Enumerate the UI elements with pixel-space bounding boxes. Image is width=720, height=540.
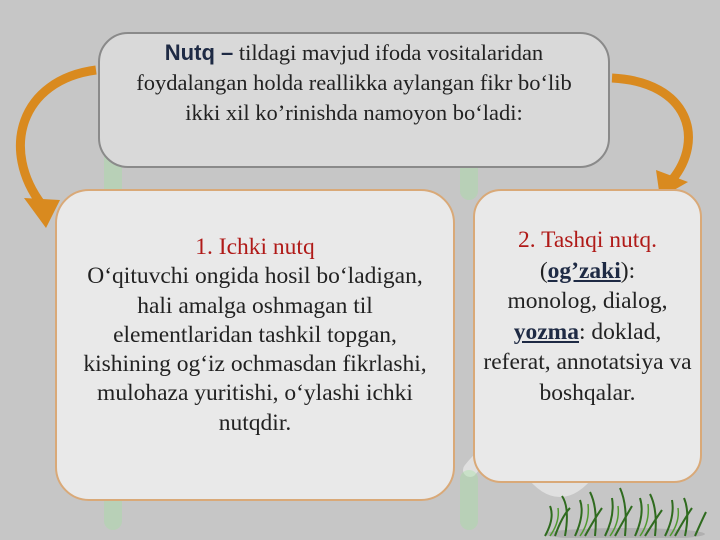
internal-speech-description: O‘qituvchi ongida hosil bo‘ladigan, hali… bbox=[83, 263, 427, 436]
curved-arrow-left-icon bbox=[15, 65, 97, 208]
curved-arrow-right-icon bbox=[611, 73, 693, 183]
curved-arrow-left-head bbox=[24, 198, 60, 228]
internal-speech-box: 1. Ichki nutq O‘qituvchi ongida hosil bo… bbox=[55, 189, 455, 501]
oral-items: monolog, dialog, bbox=[507, 288, 668, 314]
external-speech-heading: 2. Tashqi nutq. bbox=[518, 227, 657, 253]
definition-box: Nutq – tildagi mavjud ifoda vositalarida… bbox=[98, 32, 610, 168]
definition-text: tildagi mavjud ifoda vositalaridan foyda… bbox=[136, 40, 572, 125]
external-speech-box: 2. Tashqi nutq. (og’zaki): monolog, dial… bbox=[473, 189, 702, 483]
internal-speech-heading: 1. Ichki nutq bbox=[195, 234, 315, 260]
term-label: Nutq – bbox=[164, 40, 234, 65]
oral-suffix: ): bbox=[620, 257, 636, 284]
written-line: yozma: doklad, referat, annotatsiya va b… bbox=[481, 317, 694, 409]
written-label: yozma bbox=[513, 318, 579, 345]
oral-label: og’zaki bbox=[547, 257, 621, 284]
written-items: : doklad, referat, annotatsiya va boshqa… bbox=[483, 318, 692, 406]
grass-decoration-icon bbox=[544, 487, 707, 538]
oral-line: (og’zaki): bbox=[481, 256, 694, 287]
open-paren: ( bbox=[539, 257, 548, 284]
